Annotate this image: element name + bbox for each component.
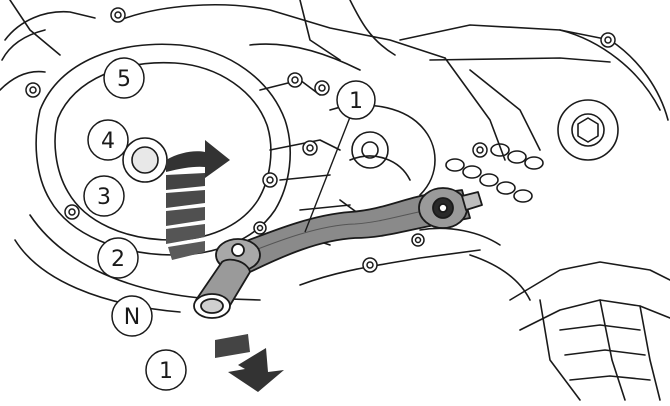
gear-callout-5-label: 5 — [117, 67, 131, 92]
gear-callout-n: N — [111, 295, 153, 337]
curved-up-arrow-icon — [166, 140, 230, 178]
gear-callout-2-label: 2 — [111, 247, 125, 272]
callout-part-1-label: 1 — [349, 89, 363, 114]
gear-shift-lever — [193, 187, 483, 319]
gear-callout-3: 3 — [83, 175, 125, 217]
gear-callout-3-label: 3 — [97, 185, 111, 210]
bolt-heads — [25, 7, 616, 273]
gear-callout-1-label: 1 — [159, 359, 173, 384]
gear-callout-4: 4 — [87, 119, 129, 161]
gear-position-scale — [166, 173, 205, 260]
down-arrow-icon — [215, 334, 284, 392]
gear-callout-4-label: 4 — [101, 129, 115, 154]
shift-shaft-hub — [122, 137, 168, 183]
gear-callout-5: 5 — [103, 57, 145, 99]
callout-part-1: 1 — [304, 80, 376, 233]
gear-callout-n-label: N — [124, 305, 140, 330]
gear-callout-1: 1 — [145, 349, 187, 391]
gear-callout-2: 2 — [97, 237, 139, 279]
